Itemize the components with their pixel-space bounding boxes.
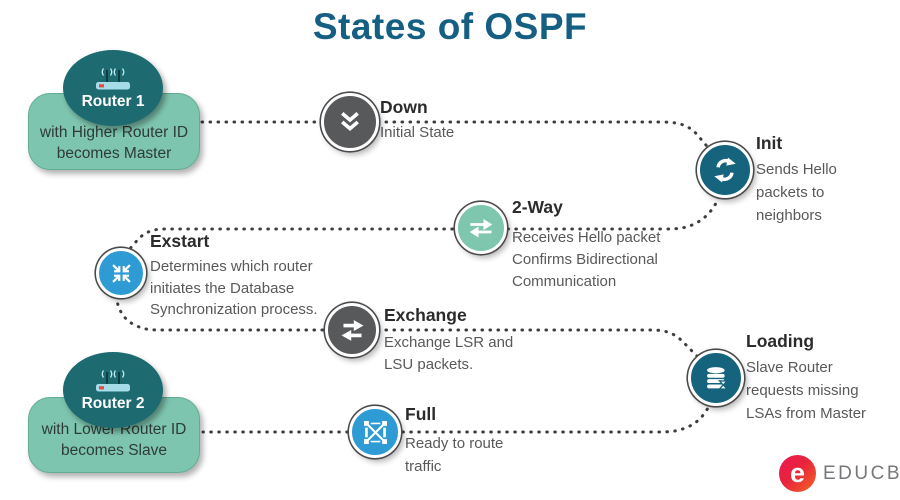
router1-badge: Router 1 <box>63 50 163 126</box>
router2-description: with Lower Router ID becomes Slave <box>41 421 187 459</box>
page-title: States of OSPF <box>312 6 588 47</box>
state-exstart-label: Exstart Determines which router initiate… <box>150 231 348 321</box>
router2-badge: Router 2 <box>63 352 163 428</box>
state-loading-description: Slave Router requests missing LSAs from … <box>746 359 867 422</box>
wireless-router-icon <box>96 370 130 392</box>
chevrons-down-icon <box>341 111 359 132</box>
connector-init-2way-exstart <box>125 195 721 254</box>
connector-router1-down-init <box>200 120 713 153</box>
state-loading-name: Loading <box>746 331 815 351</box>
router1-name: Router 1 <box>81 93 145 110</box>
sync-arrows-icon <box>714 157 736 183</box>
state-full-circle <box>349 406 401 458</box>
database-hourglass-icon <box>706 366 728 390</box>
educba-logo-text: EDUCBA <box>823 462 900 484</box>
state-loading-label: Loading Slave Router requests missing LS… <box>746 331 890 425</box>
state-2way-description: Receives Hello packet Confirms Bidirecti… <box>512 229 661 290</box>
wireless-router-icon <box>96 68 130 90</box>
state-exchange-label: Exchange Exchange LSR and LSU packets. <box>384 305 536 376</box>
educba-logo-mark: e <box>789 458 806 488</box>
bidirectional-arrows-icon <box>469 219 493 238</box>
state-init-circle <box>697 142 753 198</box>
state-full-name: Full <box>405 404 437 424</box>
state-down-description: Initial State <box>380 124 455 141</box>
state-full-label: Full Ready to route traffic <box>405 404 527 478</box>
state-exchange-description: Exchange LSR and LSU packets. <box>384 334 514 373</box>
state-exchange-name: Exchange <box>384 305 467 325</box>
state-init-label: Init Sends Hello packets to neighbors <box>756 133 864 227</box>
state-exstart-circle <box>96 248 146 298</box>
state-init-description: Sends Hello packets to neighbors <box>756 161 837 224</box>
state-full-description: Ready to route traffic <box>405 435 504 475</box>
educba-logo: e EDUCBA <box>779 455 900 492</box>
educba-logo-icon: e <box>779 455 816 492</box>
state-2way-circle <box>455 202 507 254</box>
mesh-x-icon <box>363 420 387 444</box>
collapse-arrows-icon <box>111 263 131 283</box>
state-init-name: Init <box>756 133 783 153</box>
state-down-circle <box>321 93 379 151</box>
state-down-label: Down Initial State <box>380 97 454 144</box>
exchange-arrows-icon <box>341 319 363 341</box>
state-2way-label: 2-Way Receives Hello packet Confirms Bid… <box>512 197 694 293</box>
router1-description: with Higher Router ID becomes Master <box>39 123 189 162</box>
state-exstart-name: Exstart <box>150 231 210 251</box>
state-exchange-circle <box>325 303 379 357</box>
state-down-name: Down <box>380 97 428 117</box>
router1-box: with Higher Router ID becomes Master <box>28 93 200 170</box>
router2-name: Router 2 <box>81 395 145 412</box>
state-2way-name: 2-Way <box>512 197 563 217</box>
state-loading-circle <box>688 350 744 406</box>
state-exstart-description: Determines which router initiates the Da… <box>150 258 318 318</box>
